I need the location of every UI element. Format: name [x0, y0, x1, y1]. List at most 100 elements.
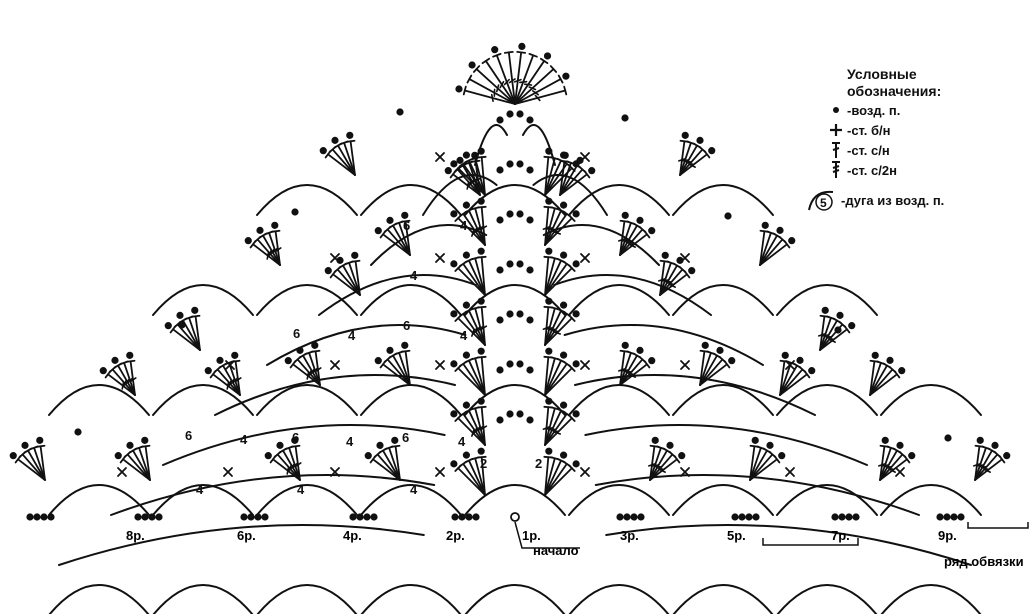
chain-dot — [838, 513, 846, 521]
single-crochet — [580, 467, 590, 477]
single-crochet — [435, 152, 445, 162]
chain-dot — [708, 147, 716, 155]
chain-dot — [516, 160, 524, 168]
chain-dot — [778, 452, 786, 460]
chain-dot — [572, 460, 580, 468]
chain-dot — [477, 347, 485, 355]
chain-dot — [40, 513, 48, 521]
chain-dot — [788, 237, 796, 245]
chain-dot — [506, 410, 514, 418]
chain-dot — [126, 351, 134, 359]
chain-dot — [477, 147, 485, 155]
chain-dot — [462, 201, 471, 209]
chain-arc — [880, 584, 982, 614]
chain-dot — [455, 85, 463, 93]
chain-dot — [141, 436, 149, 444]
chain-dot — [264, 452, 272, 460]
chain-dot — [376, 441, 384, 449]
chain-dot — [468, 61, 476, 69]
chain-dot — [363, 513, 371, 521]
chain-dot — [545, 347, 553, 355]
double-crochet — [869, 370, 901, 396]
chain-dot — [506, 260, 514, 268]
chain-dot — [908, 452, 916, 460]
chain-dot — [545, 247, 553, 255]
chain-dot — [506, 110, 514, 118]
chain-dot — [559, 351, 568, 359]
chain-arc — [672, 184, 774, 216]
double-crochet — [819, 325, 851, 351]
legend-row-treble-crochet: -ст. с/2н — [805, 160, 1030, 180]
chain-dot — [831, 513, 839, 521]
double-crochet — [514, 65, 558, 105]
chain-arc — [360, 184, 462, 216]
chain-dot — [836, 311, 844, 319]
chain-arc — [672, 284, 774, 316]
arc-number: 4 — [348, 328, 356, 343]
double-crochet — [270, 229, 282, 266]
double-crochet — [649, 455, 681, 481]
double-crochet — [544, 414, 576, 446]
chain-dot — [516, 360, 524, 368]
double-crochet — [476, 455, 487, 496]
chain-arc — [776, 384, 878, 416]
double-crochet — [514, 74, 564, 105]
chain-dot — [506, 360, 514, 368]
row-label-5: 5р. — [727, 528, 746, 543]
chain-dot — [26, 513, 34, 521]
chain-dot — [943, 513, 951, 521]
start-label: начало — [533, 543, 579, 558]
chain-arc — [464, 384, 566, 416]
chain-dot — [688, 267, 696, 275]
chain-dot — [496, 166, 504, 174]
chain-dot — [374, 357, 382, 365]
chain-dot — [496, 316, 504, 324]
chain-dot — [349, 513, 357, 521]
double-crochet — [350, 259, 361, 296]
chain-dot — [231, 351, 239, 359]
chain-dot — [716, 346, 724, 354]
chain-dot — [462, 351, 471, 359]
chain-dot — [9, 452, 17, 460]
chain-dot — [450, 310, 458, 318]
chain-dot — [526, 316, 534, 324]
row-label-2: 2р. — [446, 528, 465, 543]
chain-dot — [516, 260, 524, 268]
single-crochet — [580, 152, 590, 162]
chain-arc — [594, 474, 920, 516]
chain-dot — [141, 513, 149, 521]
chain-dot — [526, 366, 534, 374]
row-label-1: 1р. — [522, 528, 541, 543]
chain-arc — [776, 484, 878, 516]
double-crochet — [974, 455, 1006, 481]
chain-arc — [563, 324, 764, 366]
double-crochet — [503, 50, 516, 105]
chain-arc — [880, 384, 982, 416]
single-crochet — [330, 360, 340, 370]
chain-dot — [572, 310, 580, 318]
chain-dot — [751, 436, 759, 444]
double-crochet — [472, 65, 516, 105]
chain-dot — [291, 436, 299, 444]
double-crochet — [125, 359, 137, 396]
chain-dot — [36, 436, 44, 444]
chain-arc — [568, 384, 670, 416]
chain-dot — [450, 460, 458, 468]
chain-dot — [936, 513, 944, 521]
double-crochet — [310, 349, 322, 386]
chain-dot — [886, 356, 894, 364]
chain-dot — [126, 441, 134, 449]
chain-arc — [360, 484, 462, 516]
chain-dot — [796, 356, 804, 364]
chain-dot — [728, 357, 736, 365]
double-crochet — [659, 270, 691, 296]
chain-dot — [738, 513, 746, 521]
row-label-3: 3р. — [620, 528, 639, 543]
chain-dot — [896, 441, 904, 449]
arc-number: 4 — [410, 482, 418, 497]
chain-arc — [162, 424, 446, 466]
chain-dot — [450, 260, 458, 268]
chain-dot — [33, 513, 41, 521]
chain-dot — [247, 513, 255, 521]
chain-dot — [401, 211, 409, 219]
